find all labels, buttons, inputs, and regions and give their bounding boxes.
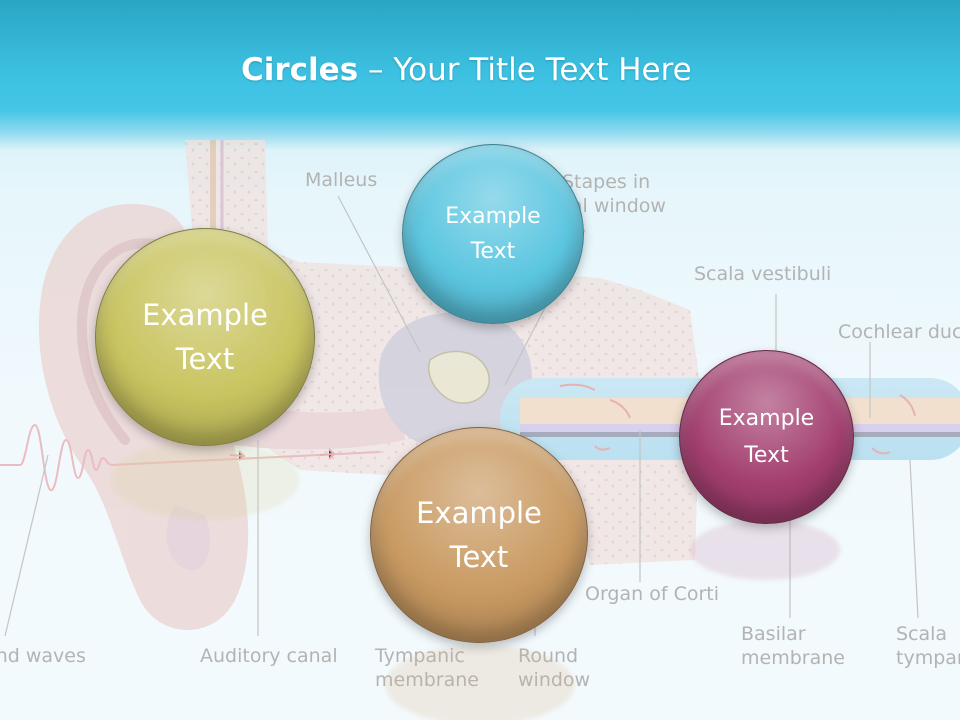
label-scala-tympani-line2: tympani (896, 647, 960, 669)
label-basilar-membrane: Basilar membrane (741, 622, 845, 670)
label-round-line1: Round (518, 645, 579, 667)
sound-wave (0, 423, 381, 492)
label-stapes-line1: Stapes in (562, 171, 651, 193)
label-tympanic-line2: membrane (375, 669, 479, 691)
circle-2-line2: Text (470, 239, 516, 264)
label-round-window: Round window (518, 644, 590, 692)
label-tympanic-membrane: Tympanic membrane (375, 644, 479, 692)
circle-4-line1: Example (718, 406, 815, 431)
circle-2-line1: Example (445, 204, 541, 229)
title-rest: – Your Title Text Here (358, 52, 692, 88)
title-banner (0, 0, 960, 150)
label-organ-of-corti: Organ of Corti (585, 583, 720, 605)
label-basilar-line1: Basilar (741, 623, 806, 645)
label-auditory-canal: Auditory canal (200, 645, 338, 667)
circle-3-line2: Text (449, 540, 509, 574)
label-scala-tympani-line1: Scala (896, 623, 948, 645)
bubble-reflection-4 (690, 520, 840, 580)
label-sound-waves: Sound waves (0, 645, 86, 667)
circle-1-line2: Text (175, 342, 235, 376)
slide-title: Circles – Your Title Text Here (241, 52, 692, 88)
label-basilar-line2: membrane (741, 647, 845, 669)
circle-3-line1: Example (416, 496, 542, 530)
label-scala-tympani: Scala tympani (896, 622, 960, 670)
title-bold: Circles (241, 52, 359, 88)
label-scala-vestibuli: Scala vestibuli (694, 263, 832, 285)
bubble-reflection-3 (385, 645, 575, 720)
bubble-reflection-1 (110, 440, 300, 520)
circle-1-line1: Example (142, 298, 268, 332)
label-malleus: Malleus (305, 169, 378, 191)
label-tympanic-line1: Tympanic (375, 645, 465, 667)
label-round-line2: window (518, 669, 591, 691)
circle-4-line2: Text (744, 443, 789, 468)
label-cochlear-duct: Cochlear duct (838, 321, 960, 343)
